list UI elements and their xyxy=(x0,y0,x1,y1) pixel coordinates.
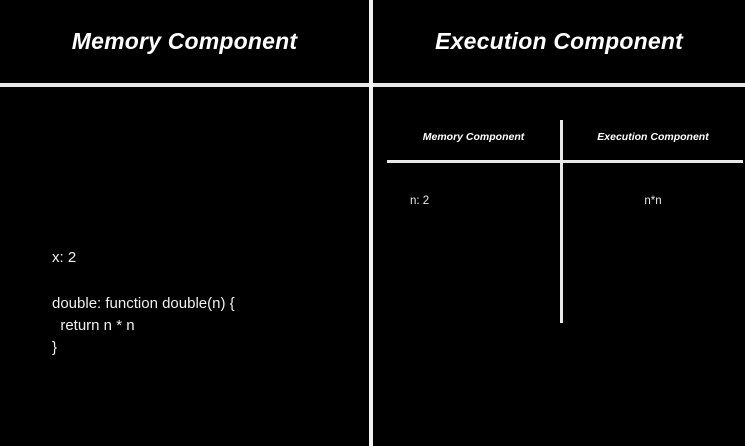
execution-context-table: Memory Component Execution Component n: … xyxy=(373,87,745,446)
table-column-divider xyxy=(560,120,563,323)
memory-variable-x: x: 2 xyxy=(52,249,77,266)
table-header-memory-component: Memory Component xyxy=(422,131,525,143)
table-header-execution-component: Execution Component xyxy=(597,131,709,143)
right-panel-title: Execution Component xyxy=(435,28,683,54)
memory-function-double: double: function double(n) { return n * … xyxy=(52,295,235,356)
right-panel-header: Execution Component xyxy=(373,0,745,83)
table-header-rule xyxy=(387,160,743,163)
left-panel-header: Memory Component xyxy=(0,0,369,83)
table-cell-execution-expression: n*n xyxy=(644,195,662,207)
right-panel-body: Memory Component Execution Component n: … xyxy=(373,87,745,446)
table-cell-memory-n: n: 2 xyxy=(410,195,430,207)
panel-divider-vertical xyxy=(369,0,373,446)
left-panel-body: x: 2 double: function double(n) { return… xyxy=(0,87,369,446)
left-panel-title: Memory Component xyxy=(71,28,298,54)
